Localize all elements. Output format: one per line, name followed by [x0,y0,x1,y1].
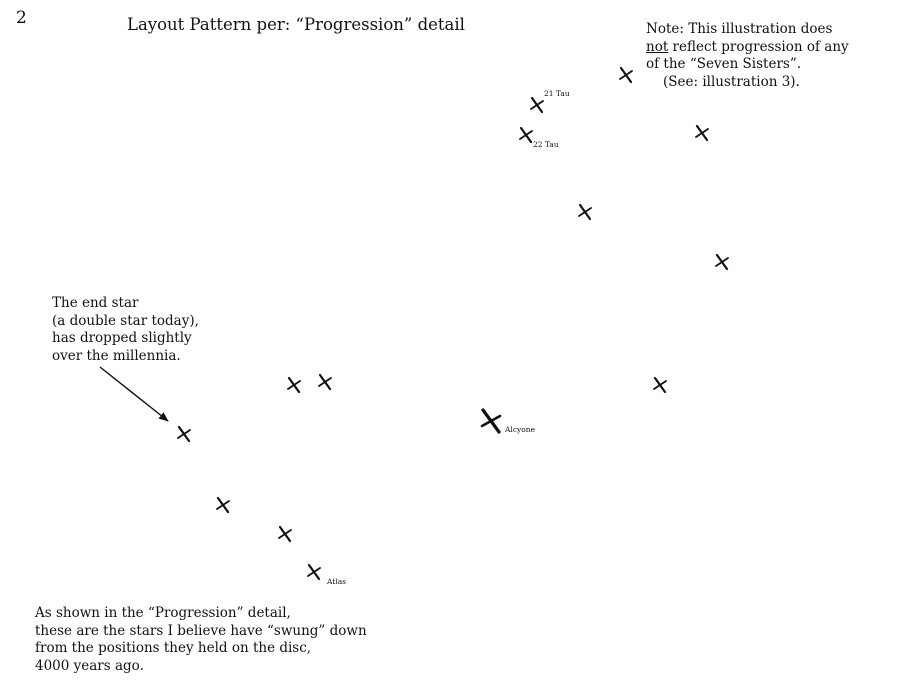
footer-line-1: As shown in the “Progression” detail, [35,605,291,621]
footer-line-2: these are the stars I believe have “swun… [35,622,367,639]
footer-text: As shown in the “Progression” detail, th… [35,605,367,675]
label-21-tau: 21 Tau [544,89,570,98]
star-alcyone-icon [480,408,502,434]
cross-star-icon [278,525,292,543]
cross-star-icon [653,376,667,394]
label-22-tau: 22 Tau [533,140,559,149]
footer-line-4: 4000 years ago. [35,657,144,674]
callout-line-2: (a double star today), [52,312,199,329]
callout-text: The end star (a double star today), has … [52,295,199,365]
callout-line-4: over the millennia. [52,347,181,364]
pointer-arrow-icon [99,366,169,422]
cross-star-icon [287,376,301,394]
callout-line-3: has dropped slightly [52,330,192,346]
cross-star-icon [619,66,633,84]
cross-star-icon [318,373,332,391]
note-line-4: (See: illustration 3). [663,73,800,90]
cross-star-icon [578,203,592,221]
note-block: Note: This illustration does not reflect… [646,21,849,91]
note-line-1: Note: This illustration does [646,21,833,37]
cross-star-icon [715,253,729,271]
page-title: Layout Pattern per: “Progression” detail [127,15,465,34]
page-number: 2 [16,8,27,28]
footer-line-3: from the positions they held on the disc… [35,640,312,656]
note-line-3: of the “Seven Sisters”. [646,56,802,72]
cross-star-icon [216,496,230,514]
star-22-tau-icon [519,126,533,144]
callout-line-1: The end star [52,295,139,311]
star-atlas-icon [307,563,321,581]
end-star-icon [177,425,191,443]
label-alcyone: Alcyone [504,425,536,434]
note-line-2: not reflect progression of any [646,39,849,57]
star-21-tau-icon [530,96,544,114]
label-atlas: Atlas [326,577,346,586]
note-underlined-word: not [646,38,669,55]
cross-star-icon [695,124,709,142]
note-line-2-rest: reflect progression of any [668,38,849,55]
